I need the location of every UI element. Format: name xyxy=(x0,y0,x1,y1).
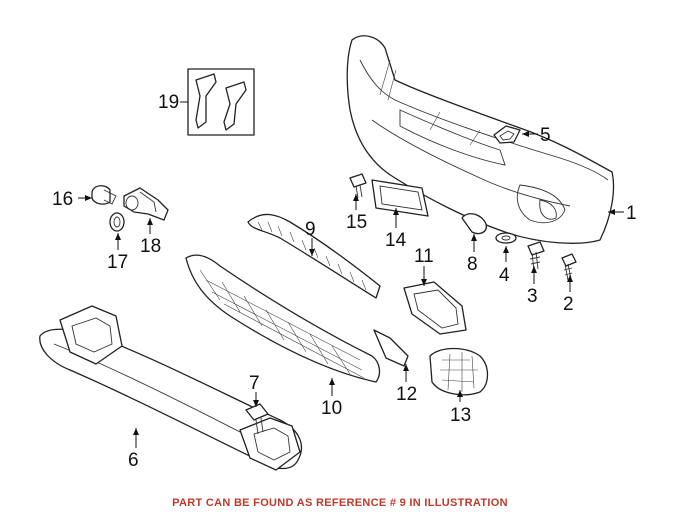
side-bracket-part xyxy=(403,281,467,335)
callout-18: 18 xyxy=(140,236,161,257)
screw-part-2 xyxy=(561,253,577,281)
callout-17: 17 xyxy=(107,252,128,273)
callout-19: 19 xyxy=(158,92,179,113)
callout-15: 15 xyxy=(346,212,367,233)
fog-grille-part xyxy=(429,347,489,396)
license-bracket-part xyxy=(371,179,429,217)
washer-part xyxy=(495,232,517,244)
leader-lines xyxy=(78,131,624,448)
callout-7: 7 xyxy=(249,373,260,394)
callout-2: 2 xyxy=(563,294,574,315)
screw-part-3 xyxy=(527,241,545,271)
sensor-ring-part xyxy=(109,212,125,232)
callout-12: 12 xyxy=(396,384,417,405)
bumper-cover xyxy=(346,35,615,244)
sensor-holder-part xyxy=(123,187,169,221)
upper-grille-part xyxy=(247,213,381,299)
park-sensor-part xyxy=(91,185,117,205)
callout-14: 14 xyxy=(385,230,407,251)
lower-grille-part xyxy=(185,254,381,383)
callout-6: 6 xyxy=(128,450,139,471)
callout-1: 1 xyxy=(626,203,637,224)
small-bracket-part xyxy=(373,329,409,367)
brackets-kit-part xyxy=(187,68,255,136)
callout-16: 16 xyxy=(52,189,73,210)
callout-11: 11 xyxy=(414,246,434,267)
callout-4: 4 xyxy=(499,265,510,286)
callout-13: 13 xyxy=(450,405,471,426)
emblem-part xyxy=(493,125,521,144)
callout-3: 3 xyxy=(527,286,538,307)
callout-5: 5 xyxy=(540,125,551,146)
screw-part-15 xyxy=(349,173,367,199)
callout-8: 8 xyxy=(467,254,478,275)
cover-cap-part xyxy=(461,213,487,235)
impact-bar-part xyxy=(39,305,303,471)
reference-note: PART CAN BE FOUND AS REFERENCE # 9 IN IL… xyxy=(172,497,508,509)
callout-10: 10 xyxy=(321,398,342,419)
callout-9: 9 xyxy=(305,219,316,240)
